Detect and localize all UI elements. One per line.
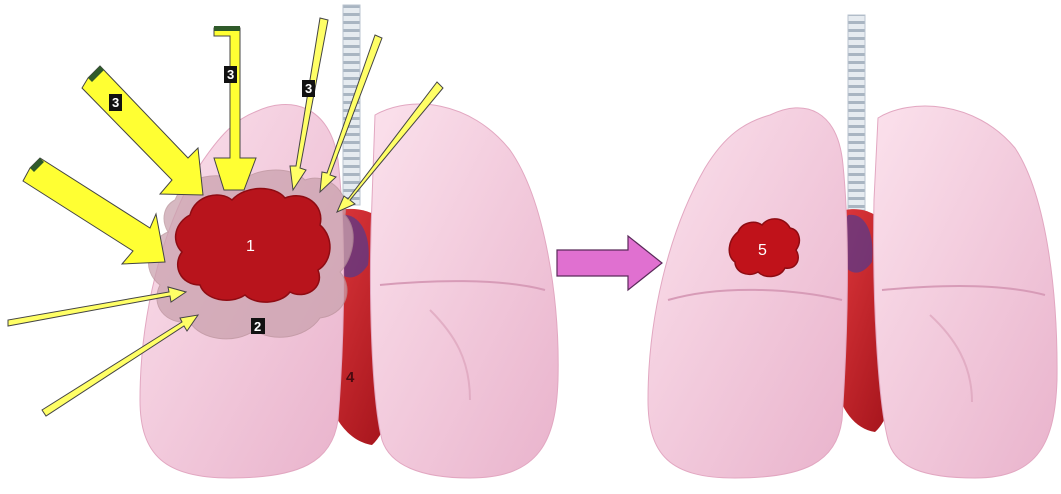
lung-left-lobe-right-figure <box>648 108 847 478</box>
beam-label-a: 3 <box>112 95 119 110</box>
left-figure-before-treatment: 4 2 1 3 <box>8 5 558 478</box>
tumor-main: 1 <box>176 188 330 302</box>
beam-label-b: 3 <box>227 67 234 82</box>
heart-label: 4 <box>346 369 355 386</box>
radiation-beam-thick-2: 3 <box>82 66 203 195</box>
tumor-main-label: 1 <box>246 238 255 255</box>
radiation-beam-thick-1 <box>23 158 165 264</box>
tumor-residual: 5 <box>729 219 799 277</box>
margin-label: 2 <box>254 319 261 334</box>
right-arrow-icon <box>557 236 662 290</box>
right-figure-after-treatment: 5 <box>648 15 1057 478</box>
lung-right-lobe-left-figure <box>370 104 558 478</box>
trachea-right <box>848 15 865 210</box>
beam-label-c: 3 <box>305 81 312 96</box>
radiation-beam-thick-3: 3 <box>214 26 256 190</box>
tumor-residual-label: 5 <box>758 242 767 259</box>
